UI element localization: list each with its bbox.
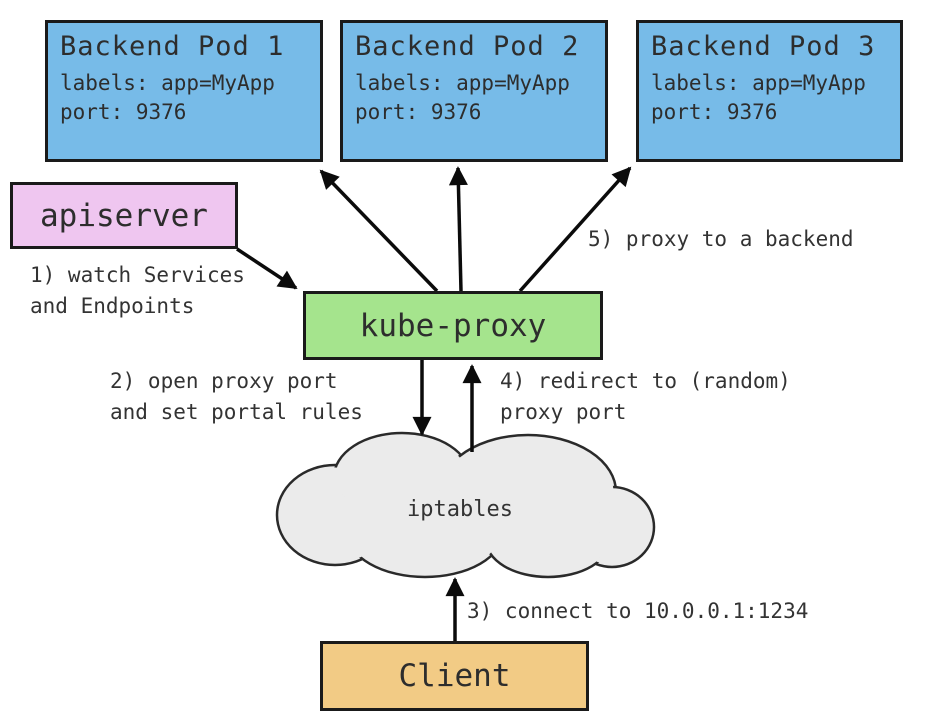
- apiserver-box: apiserver: [10, 182, 238, 249]
- backend-pod-1-labels: labels: app=MyApp: [60, 71, 275, 95]
- backend-pod-2-title: Backend Pod 2: [355, 31, 580, 62]
- kube-proxy-box: kube-proxy: [303, 291, 603, 360]
- annotation-step3: 3) connect to 10.0.0.1:1234: [467, 599, 809, 623]
- annotation-step5: 5) proxy to a backend: [588, 227, 854, 251]
- arrow-kube-proxy-to-pod2: [448, 166, 468, 292]
- backend-pod-2-labels: labels: app=MyApp: [355, 71, 570, 95]
- backend-pod-2-port: port: 9376: [355, 100, 482, 124]
- backend-pod-3-labels: labels: app=MyApp: [651, 71, 866, 95]
- client-box: Client: [320, 641, 589, 711]
- backend-pod-1-box: Backend Pod 1 labels: app=MyApp port: 93…: [45, 20, 323, 162]
- client-label: Client: [398, 658, 511, 694]
- annotation-step2: 2) open proxy port and set portal rules: [110, 369, 363, 424]
- backend-pod-2-box: Backend Pod 2 labels: app=MyApp port: 93…: [340, 20, 608, 162]
- kube-proxy-label: kube-proxy: [359, 307, 547, 344]
- backend-pod-3-box: Backend Pod 3 labels: app=MyApp port: 93…: [636, 20, 903, 162]
- arrow-apiserver-to-kube-proxy: [236, 247, 298, 290]
- arrow-kube-proxy-to-pod1: [319, 169, 439, 293]
- backend-pod-1-port: port: 9376: [60, 100, 187, 124]
- apiserver-label: apiserver: [40, 197, 208, 234]
- backend-pod-3-title: Backend Pod 3: [651, 31, 876, 62]
- backend-pod-1-title: Backend Pod 1: [60, 31, 285, 62]
- backend-pod-3-port: port: 9376: [651, 100, 778, 124]
- annotation-step1: 1) watch Services and Endpoints: [30, 263, 245, 318]
- iptables-label: iptables: [407, 497, 513, 522]
- annotation-step4: 4) redirect to (random) proxy port: [500, 369, 791, 424]
